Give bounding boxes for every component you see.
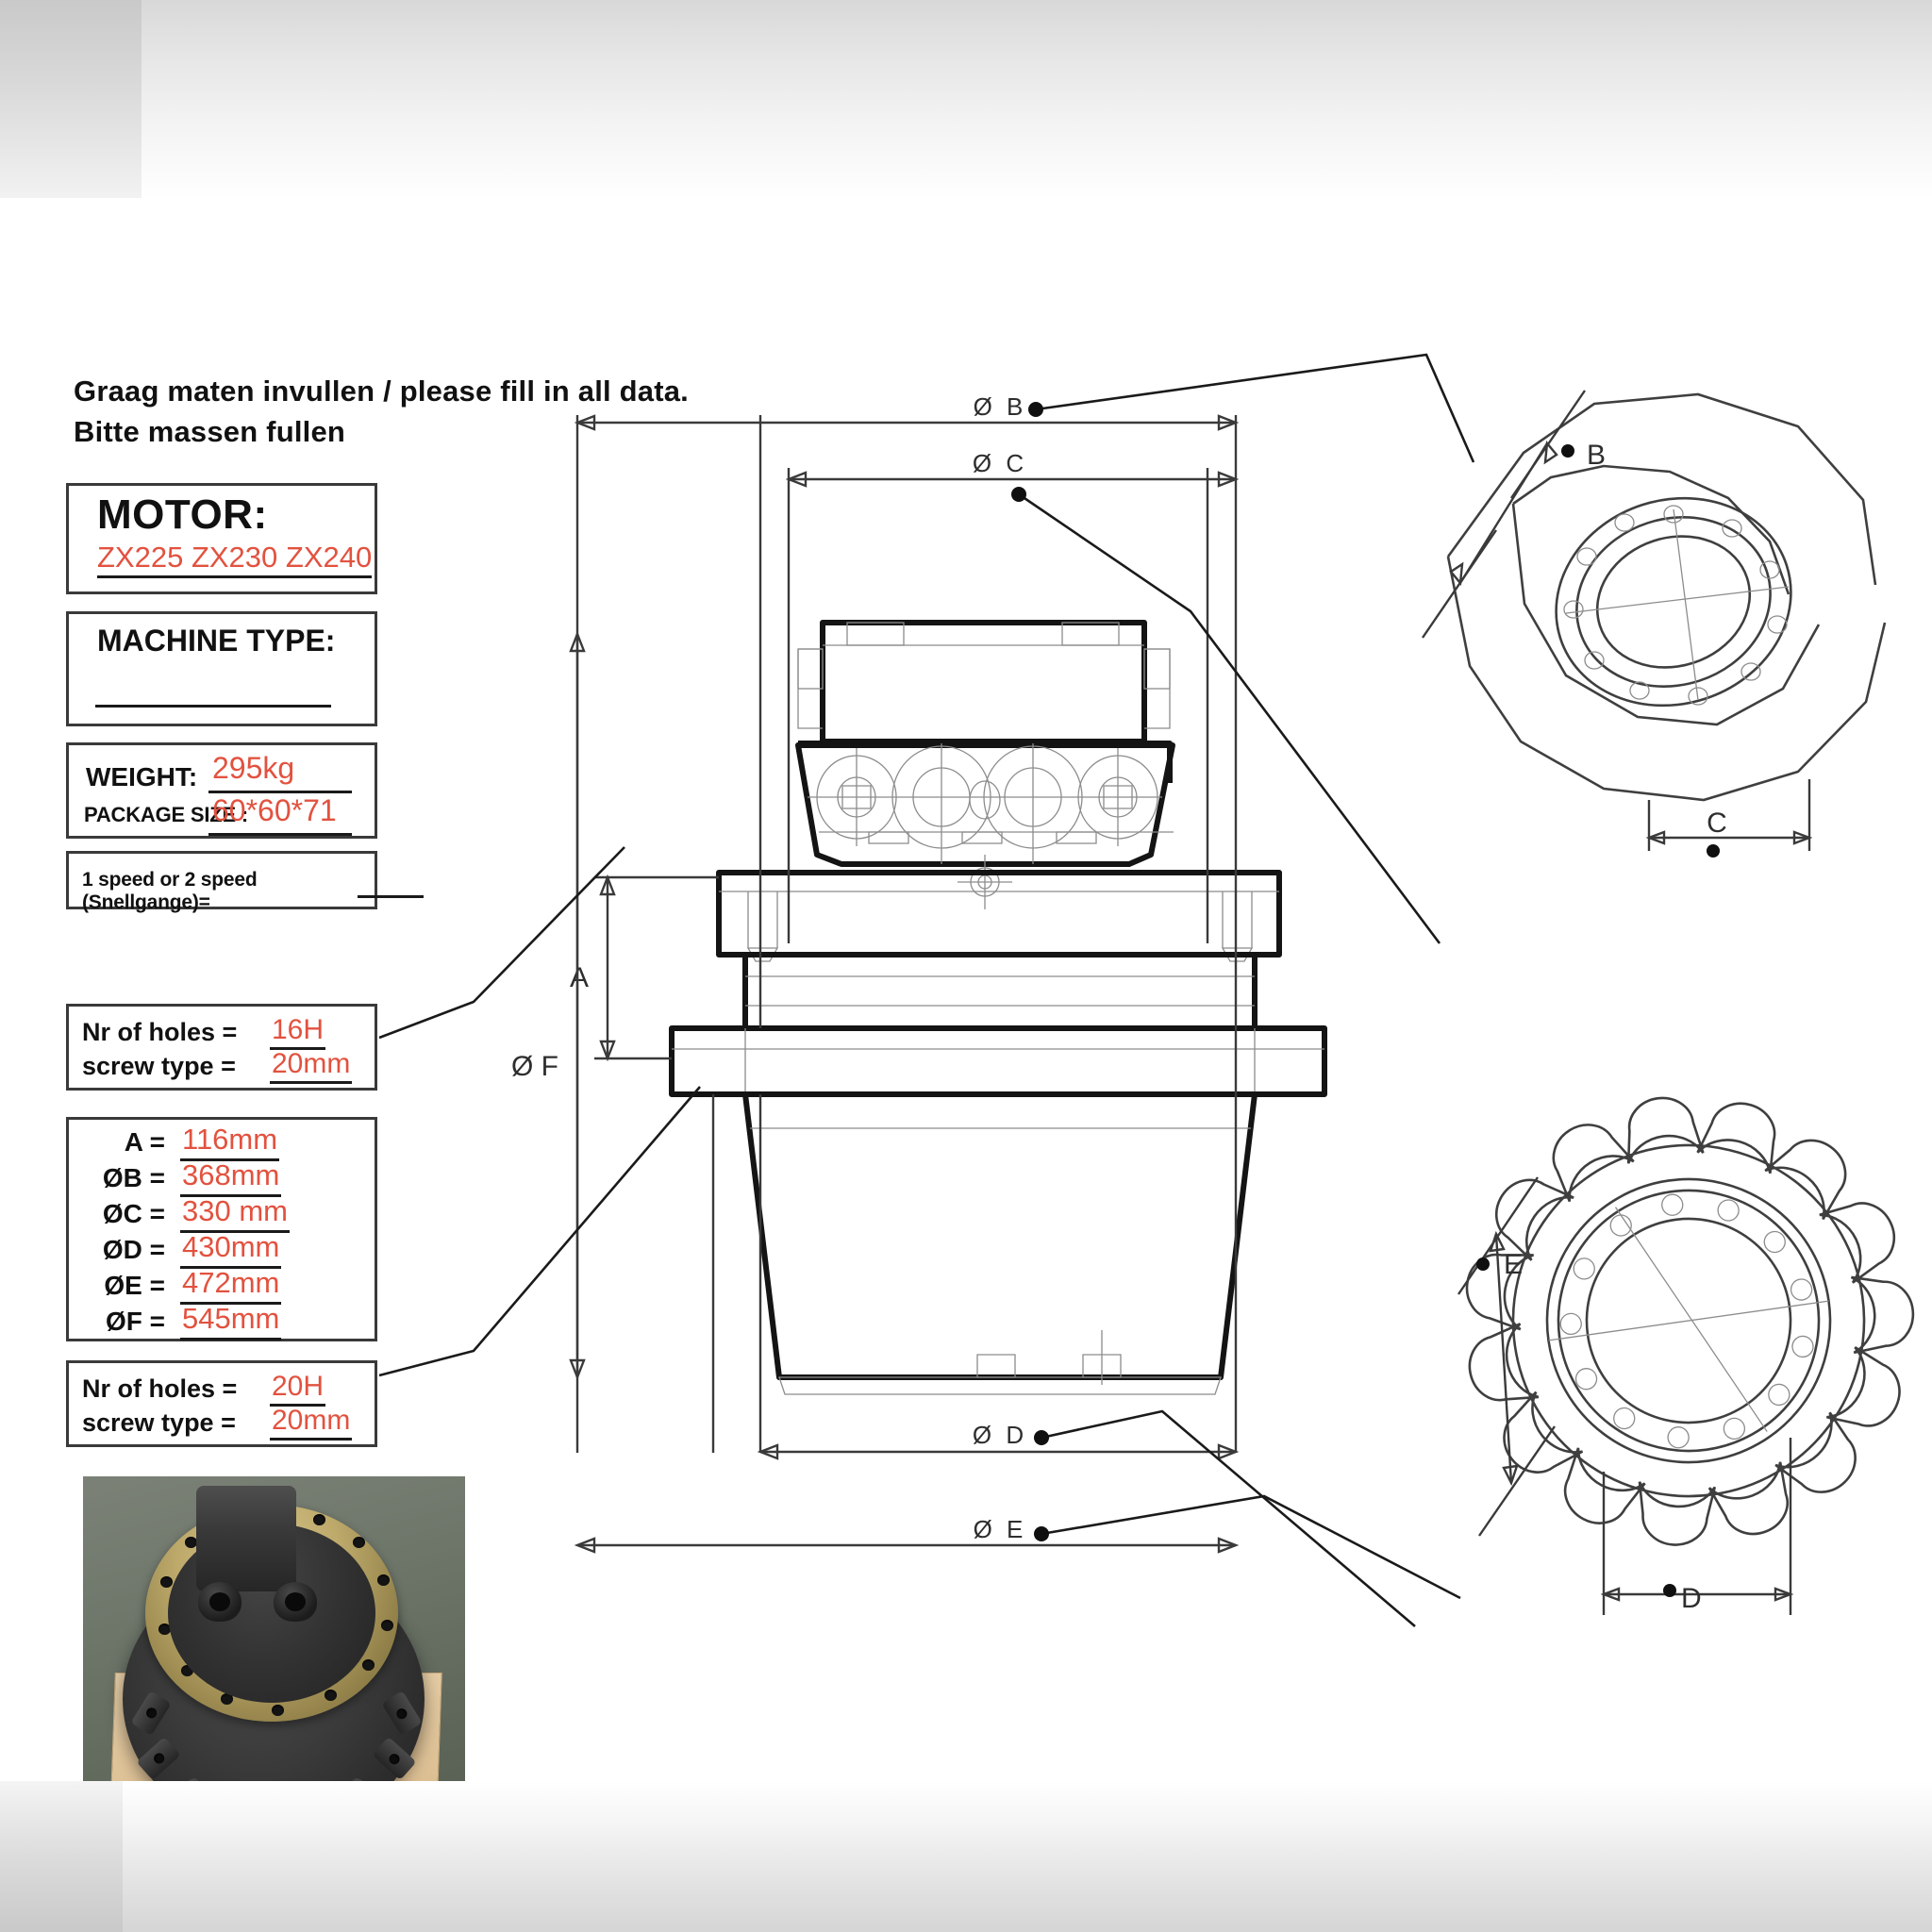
- valve-housing-outline: [795, 742, 1175, 867]
- machine-type-field-box[interactable]: MACHINE TYPE:: [66, 611, 377, 726]
- detail-view-b: B C: [1422, 390, 1887, 858]
- screw-bottom-value[interactable]: 20mm: [270, 1405, 353, 1441]
- dim-label-dia-b: Ø B: [974, 392, 1027, 421]
- holes-bottom-value[interactable]: 20H: [270, 1371, 326, 1407]
- dimension-key-a: A =: [124, 1127, 165, 1157]
- package-size-label: PACKAGE SIZE :: [84, 803, 249, 826]
- dim-label-dia-f: Ø F: [511, 1051, 558, 1082]
- motor-barrel: [742, 952, 1257, 1031]
- dimension-row-a: A = 116mm: [69, 1123, 375, 1161]
- dim-label-dia-d: Ø D: [973, 1421, 1027, 1449]
- dimension-row-e: ØE = 472mm: [69, 1266, 375, 1305]
- detail-callout-e: E: [1504, 1249, 1523, 1280]
- holes-top-label: Nr of holes =: [82, 1018, 238, 1046]
- dim-label-dia-c: Ø C: [973, 449, 1027, 477]
- dimension-key-f: ØF =: [105, 1307, 165, 1336]
- detail-leader-lines: [1011, 353, 1475, 1627]
- detail-callout-d: D: [1681, 1583, 1702, 1614]
- detail-view-e-sprocket: [1465, 1096, 1915, 1546]
- port-circles: [808, 743, 1162, 864]
- dimension-row-d: ØD = 430mm: [69, 1230, 375, 1269]
- sprocket-dimension-e: E: [1457, 1176, 1556, 1537]
- photo-hydraulic-port: [274, 1582, 317, 1622]
- page-top-left-shade: [0, 0, 142, 198]
- machine-type-blank-line[interactable]: [95, 705, 331, 708]
- dimension-key-b: ØB =: [102, 1163, 165, 1192]
- dimension-key-c: ØC =: [102, 1199, 165, 1228]
- dimension-value-b[interactable]: 368mm: [180, 1158, 282, 1197]
- page-top-gradient-band: [0, 0, 1932, 198]
- machine-type-label: MACHINE TYPE:: [97, 624, 336, 658]
- dimension-value-a[interactable]: 116mm: [180, 1123, 280, 1161]
- motor-cover-outline: [820, 620, 1147, 744]
- dim-label-dia-e: Ø E: [974, 1515, 1027, 1543]
- holes-top-field-box[interactable]: Nr of holes = 16H screw type = 20mm: [66, 1004, 377, 1091]
- sprocket-bolt-holes: [1559, 1193, 1814, 1449]
- page-bottom-left-shade: [0, 1781, 123, 1932]
- package-size-value[interactable]: 60*60*71: [212, 793, 337, 827]
- detail-callout-b: B: [1587, 440, 1606, 471]
- dimension-key-d: ØD =: [102, 1235, 165, 1264]
- dimensions-field-box[interactable]: A = 116mm ØB = 368mm ØC = 330 mm ØD = 43…: [66, 1117, 377, 1341]
- instruction-line-1: Graag maten invullen / please fill in al…: [74, 375, 689, 408]
- dimension-row-b: ØB = 368mm: [69, 1158, 375, 1197]
- dim-label-height-a: A: [570, 962, 589, 993]
- hub-body-outline: [742, 1091, 1257, 1380]
- sprocket-dimension-d: D: [1600, 1438, 1794, 1615]
- weight-package-field-box[interactable]: WEIGHT: 295kg PACKAGE SIZE : 60*60*71: [66, 742, 377, 839]
- photo-hydraulic-port: [198, 1582, 242, 1622]
- weight-underline: [208, 791, 352, 793]
- screw-top-value[interactable]: 20mm: [270, 1048, 353, 1084]
- sprocket-flange: [669, 1025, 1327, 1097]
- speed-label: 1 speed or 2 speed (Snellgange)=: [82, 869, 258, 913]
- dimension-lines: Ø B Ø C Ø D Ø E A: [378, 392, 1240, 1554]
- weight-label: WEIGHT:: [86, 762, 198, 791]
- dimension-value-f[interactable]: 545mm: [180, 1302, 282, 1341]
- dimension-key-e: ØE =: [104, 1271, 165, 1300]
- screw-top-label: screw type =: [82, 1052, 236, 1080]
- page-bottom-gradient-band: [0, 1781, 1932, 1932]
- dimension-value-e[interactable]: 472mm: [180, 1266, 282, 1305]
- dimension-value-c[interactable]: 330 mm: [180, 1194, 290, 1233]
- detail-callout-c: C: [1707, 808, 1727, 839]
- instruction-heading: Graag maten invullen / please fill in al…: [74, 372, 689, 453]
- weight-value[interactable]: 295kg: [212, 751, 295, 785]
- dimension-row-f: ØF = 545mm: [69, 1302, 375, 1341]
- package-size-underline: [208, 833, 352, 836]
- holes-bottom-label: Nr of holes =: [82, 1374, 238, 1403]
- speed-field-box[interactable]: 1 speed or 2 speed (Snellgange)=: [66, 851, 424, 913]
- holes-bottom-field-box[interactable]: Nr of holes = 20H screw type = 20mm: [66, 1360, 377, 1447]
- photo-valve-block: [196, 1486, 296, 1591]
- holes-top-value[interactable]: 16H: [270, 1014, 326, 1050]
- main-section-view: [669, 620, 1327, 1395]
- dimension-row-c: ØC = 330 mm: [69, 1194, 375, 1233]
- motor-field-box[interactable]: MOTOR: ZX225 ZX230 ZX240: [66, 483, 377, 594]
- centre-plug: [958, 855, 1012, 909]
- speed-blank-line[interactable]: [358, 895, 424, 898]
- detail-b-bolt-holes: [1563, 505, 1788, 706]
- instruction-line-2: Bitte massen fullen: [74, 414, 346, 448]
- screw-bottom-label: screw type =: [82, 1408, 236, 1437]
- dimension-value-d[interactable]: 430mm: [180, 1230, 282, 1269]
- motor-value[interactable]: ZX225 ZX230 ZX240: [97, 541, 373, 578]
- motor-label: MOTOR:: [97, 491, 268, 538]
- upper-flange-plate: [716, 870, 1282, 958]
